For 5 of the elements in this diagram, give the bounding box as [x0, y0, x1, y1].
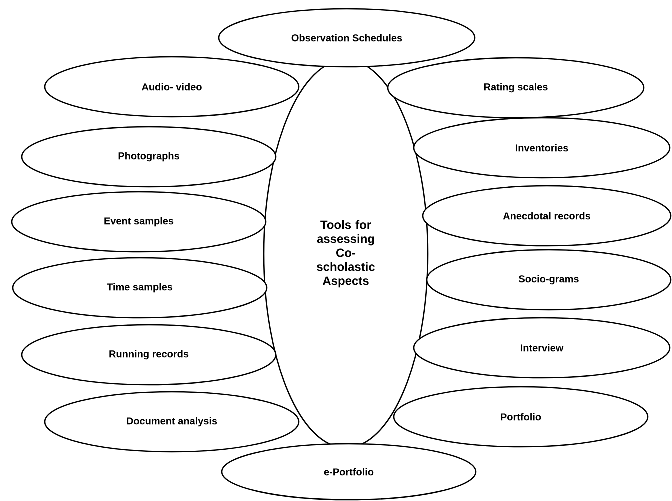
node-label: Socio-grams [519, 275, 579, 285]
node-label: Interview [521, 344, 564, 352]
node-label: Inventories [516, 144, 568, 152]
node-label: e-Portfolio [324, 468, 374, 476]
node-label: Anecdotal records [503, 212, 590, 220]
